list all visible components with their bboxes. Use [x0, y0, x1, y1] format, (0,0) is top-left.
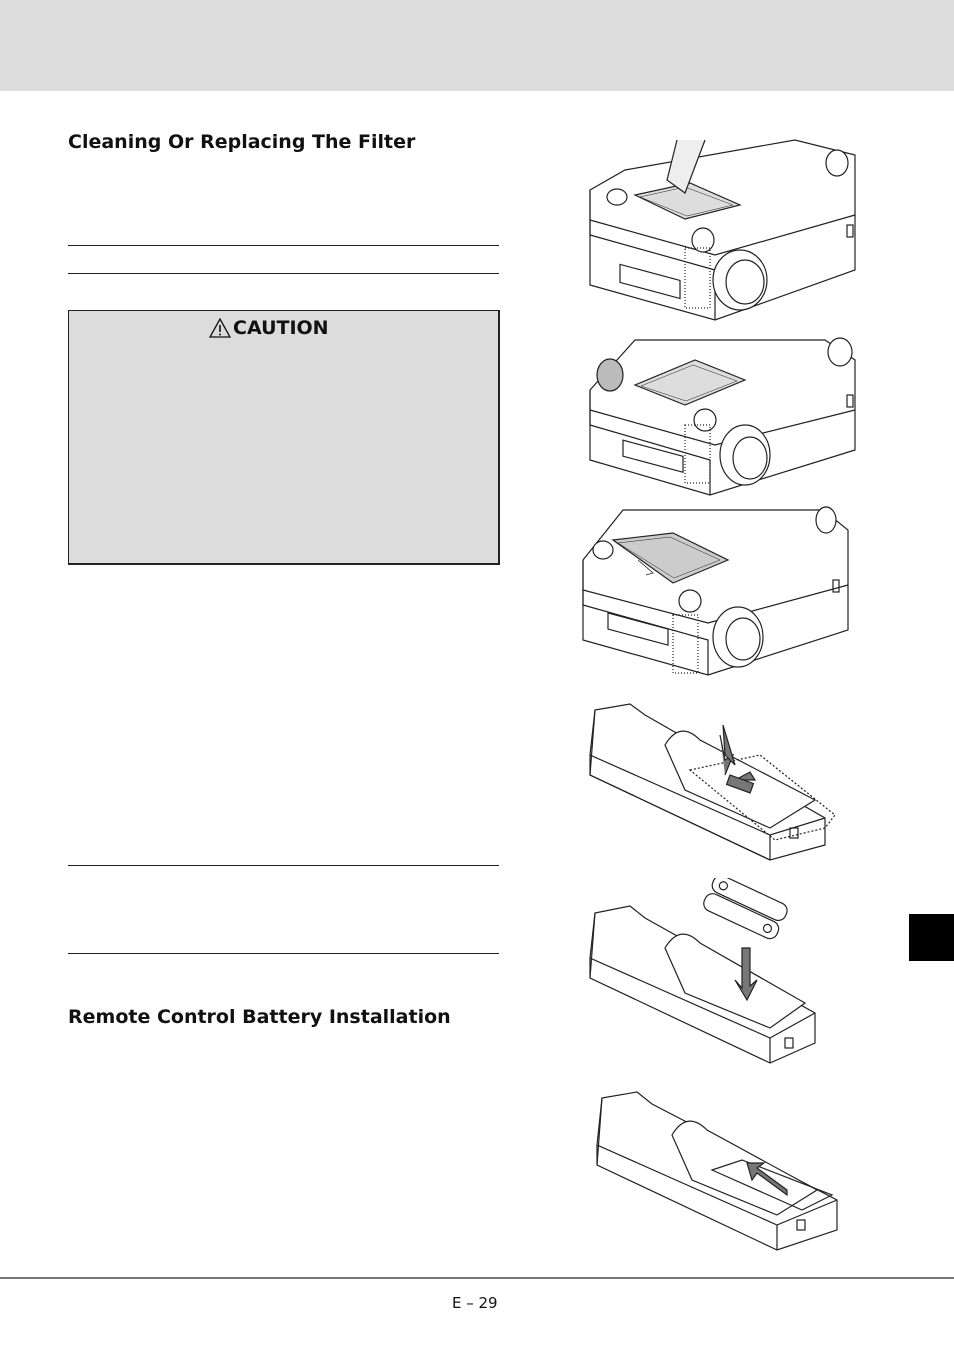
- remote-open-cover-illustration: [589, 703, 836, 861]
- warning-triangle-icon: [209, 318, 231, 338]
- caution-label: CAUTION: [233, 317, 329, 339]
- section-title-filter: Cleaning Or Replacing The Filter: [68, 131, 416, 153]
- caution-box: CAUTION: [68, 310, 500, 565]
- divider: [68, 273, 499, 274]
- remote-insert-batteries-illustration: [589, 878, 816, 1064]
- section-title-battery: Remote Control Battery Installation: [68, 1006, 451, 1028]
- header-band: [0, 0, 954, 91]
- caution-heading: CAUTION: [209, 317, 329, 339]
- projector-vacuum-illustration: [589, 139, 856, 321]
- page-number: E – 29: [452, 1294, 498, 1312]
- divider: [68, 953, 499, 954]
- chapter-tab: [909, 914, 954, 961]
- projector-filter-illustration: [589, 337, 856, 496]
- divider: [68, 865, 499, 866]
- remote-close-cover-illustration: [596, 1091, 838, 1251]
- projector-filter-cover-illustration: [582, 506, 849, 676]
- divider: [68, 245, 499, 246]
- footer-divider: [0, 1277, 954, 1279]
